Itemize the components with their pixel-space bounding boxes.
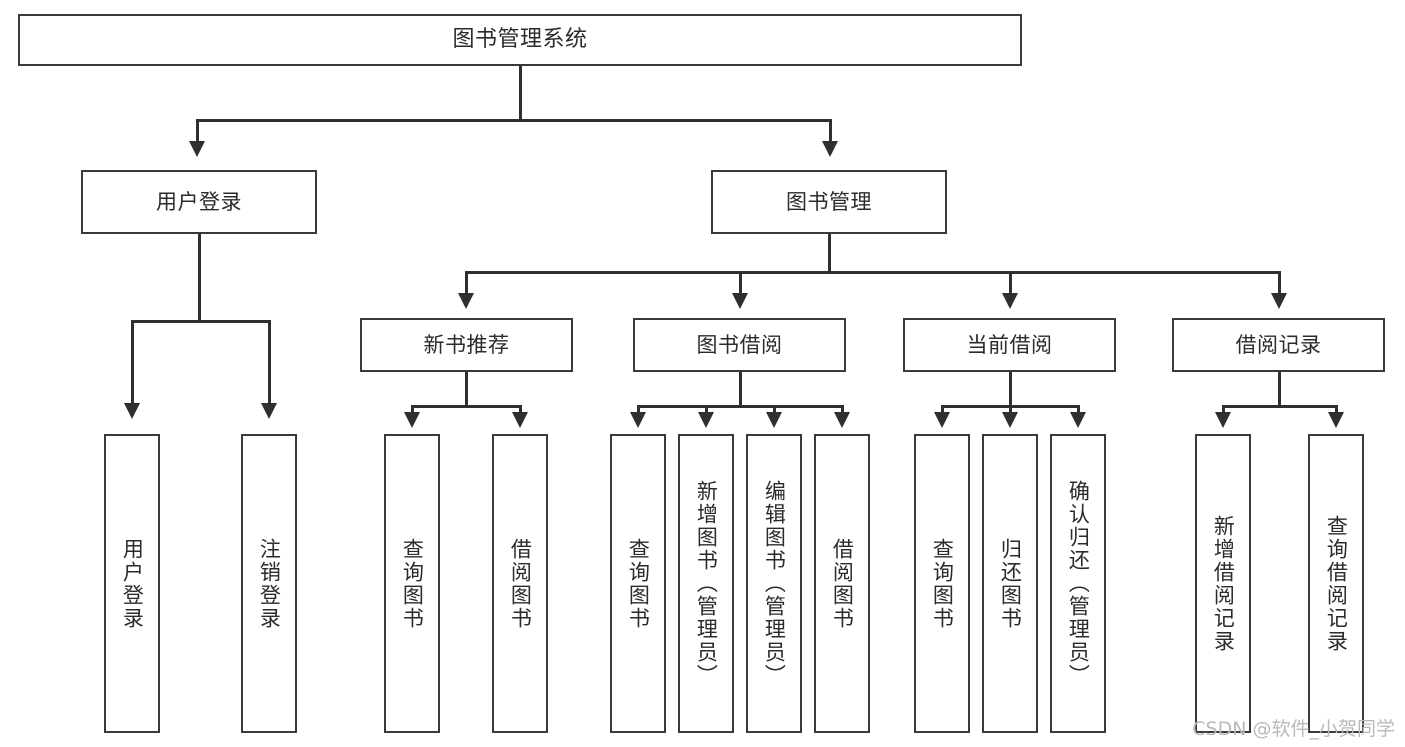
node-label: 用户登录 (156, 189, 242, 214)
arrowhead-to-book-borrow (732, 293, 748, 309)
connector-book-borrow-to-leaf-3 (773, 405, 776, 415)
node-leaf-borrow-book-b[interactable]: 借阅图书 (814, 434, 870, 733)
connector-book-borrow-fanbar (637, 405, 842, 408)
node-leaf-user-login[interactable]: 用户登录 (104, 434, 160, 733)
connector-book-borrow-to-leaf-4 (841, 405, 844, 415)
node-leaf-borrow-book-a[interactable]: 借阅图书 (492, 434, 548, 733)
node-label: 当前借阅 (966, 332, 1053, 357)
node-label: 注销登录 (257, 537, 282, 630)
connector-user-login-stem (198, 234, 201, 320)
connector-user-login-fanbar (131, 320, 270, 323)
node-leaf-query-book-a[interactable]: 查询图书 (384, 434, 440, 733)
node-label: 借阅记录 (1235, 332, 1322, 357)
node-leaf-add-borrow-record[interactable]: 新增借阅记录 (1195, 434, 1251, 733)
connector-borrow-record-stem (1278, 372, 1281, 405)
node-label: 编辑图书（管理员） (762, 480, 787, 687)
connector-book-manage-stem (828, 234, 831, 271)
node-book-management[interactable]: 图书管理 (711, 170, 947, 234)
arrowhead-to-leaf-query-record (1328, 412, 1344, 428)
arrowhead-to-leaf-query-book-b (630, 412, 646, 428)
arrowhead-to-leaf-return-book (1002, 412, 1018, 428)
node-leaf-query-borrow-record[interactable]: 查询借阅记录 (1308, 434, 1364, 733)
connector-root-fanbar (196, 119, 832, 122)
node-root-book-management-system[interactable]: 图书管理系统 (18, 14, 1022, 66)
arrowhead-to-book-manage (822, 141, 838, 157)
connector-book-manage-to-new-book-rec (465, 271, 468, 295)
connector-new-book-rec-stem (465, 372, 468, 405)
node-label: 借阅图书 (830, 537, 855, 630)
connector-new-book-rec-to-leaf-1 (411, 405, 414, 415)
node-leaf-confirm-return[interactable]: 确认归还（管理员） (1050, 434, 1106, 733)
node-label: 新书推荐 (423, 332, 510, 357)
node-borrow-record[interactable]: 借阅记录 (1172, 318, 1385, 372)
connector-root-stem (519, 66, 522, 119)
connector-book-borrow-to-leaf-2 (705, 405, 708, 415)
node-leaf-query-book-c[interactable]: 查询图书 (914, 434, 970, 733)
node-label: 图书管理系统 (452, 27, 588, 53)
arrowhead-to-leaf-add-record (1215, 412, 1231, 428)
arrowhead-to-borrow-record (1271, 293, 1287, 309)
arrowhead-to-leaf-user-login (124, 403, 140, 419)
connector-root-to-book-manage (829, 119, 832, 143)
arrowhead-to-leaf-add-book (698, 412, 714, 428)
connector-current-borrow-to-leaf-3 (1077, 405, 1080, 415)
arrowhead-to-leaf-borrow-book-b (834, 412, 850, 428)
arrowhead-to-leaf-confirm-return (1070, 412, 1086, 428)
arrowhead-to-leaf-borrow-book-a (512, 412, 528, 428)
node-label: 用户登录 (120, 537, 145, 630)
node-label: 查询图书 (930, 537, 955, 630)
node-leaf-return-book[interactable]: 归还图书 (982, 434, 1038, 733)
connector-borrow-record-fanbar (1222, 405, 1335, 408)
arrowhead-to-leaf-query-book-a (404, 412, 420, 428)
connector-book-manage-to-current-borrow (1009, 271, 1012, 295)
arrowhead-to-user-login (189, 141, 205, 157)
connector-new-book-rec-fanbar (411, 405, 519, 408)
connector-book-manage-to-book-borrow (739, 271, 742, 295)
connector-current-borrow-to-leaf-1 (941, 405, 944, 415)
connector-book-manage-to-borrow-record (1278, 271, 1281, 295)
node-label: 查询借阅记录 (1324, 514, 1349, 653)
node-leaf-add-book[interactable]: 新增图书（管理员） (678, 434, 734, 733)
connector-current-borrow-stem (1009, 372, 1012, 405)
connector-borrow-record-to-leaf-2 (1335, 405, 1338, 415)
connector-borrow-record-to-leaf-1 (1222, 405, 1225, 415)
node-label: 图书管理 (786, 189, 872, 214)
node-leaf-query-book-b[interactable]: 查询图书 (610, 434, 666, 733)
node-current-borrow[interactable]: 当前借阅 (903, 318, 1116, 372)
arrowhead-to-leaf-edit-book (766, 412, 782, 428)
connector-user-login-to-leaf-2 (268, 320, 271, 405)
node-leaf-edit-book[interactable]: 编辑图书（管理员） (746, 434, 802, 733)
node-label: 借阅图书 (508, 537, 533, 630)
arrowhead-to-new-book-rec (458, 293, 474, 309)
node-new-book-recommend[interactable]: 新书推荐 (360, 318, 573, 372)
node-book-borrow[interactable]: 图书借阅 (633, 318, 846, 372)
node-leaf-user-logout[interactable]: 注销登录 (241, 434, 297, 733)
node-label: 查询图书 (400, 537, 425, 630)
arrowhead-to-leaf-query-book-c (934, 412, 950, 428)
connector-book-borrow-stem (739, 372, 742, 405)
node-label: 新增图书（管理员） (694, 480, 719, 687)
connector-book-borrow-to-leaf-1 (637, 405, 640, 415)
connector-new-book-rec-to-leaf-2 (519, 405, 522, 415)
connector-book-manage-fanbar (465, 271, 1280, 274)
connector-root-to-user-login (196, 119, 199, 143)
node-user-login[interactable]: 用户登录 (81, 170, 317, 234)
connector-user-login-to-leaf-1 (131, 320, 134, 405)
node-label: 图书借阅 (696, 332, 783, 357)
arrowhead-to-leaf-user-logout (261, 403, 277, 419)
node-label: 归还图书 (998, 537, 1023, 630)
node-label: 确认归还（管理员） (1066, 480, 1091, 687)
arrowhead-to-current-borrow (1002, 293, 1018, 309)
connector-current-borrow-to-leaf-2 (1009, 405, 1012, 415)
node-label: 查询图书 (626, 537, 651, 630)
node-label: 新增借阅记录 (1211, 514, 1236, 653)
